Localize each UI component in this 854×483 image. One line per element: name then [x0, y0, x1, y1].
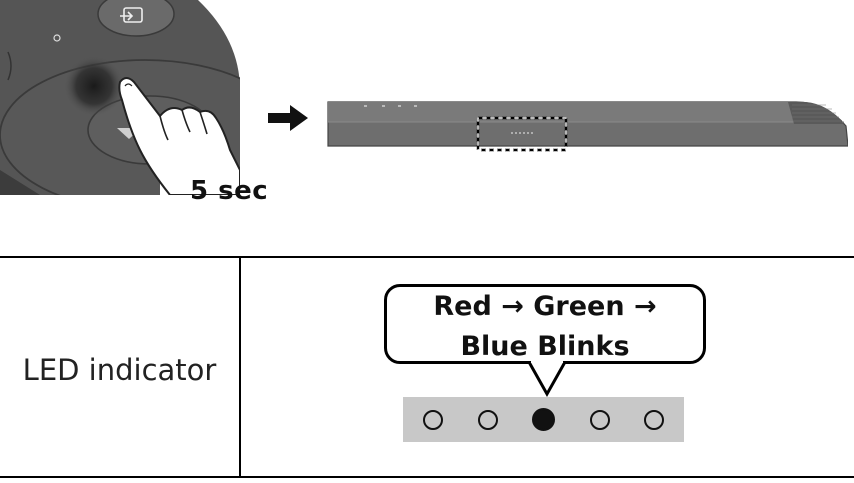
led-strip [403, 397, 684, 442]
remote-control-illustration [0, 0, 240, 195]
callout-line-1: Red → Green → [433, 291, 657, 322]
press-duration-label: 5 sec [190, 176, 269, 206]
led-dot-4 [589, 409, 610, 430]
led-indicator-table: LED indicator Red → Green → Blue Blinks [0, 256, 854, 478]
table-label-cell: LED indicator [0, 258, 241, 476]
callout-pointer [527, 360, 567, 398]
led-dot-3-lit [532, 408, 555, 431]
soundbar-illustration [327, 101, 848, 152]
led-dot-5 [644, 409, 664, 430]
callout-line-2: Blue Blinks [460, 331, 630, 362]
instruction-illustration: 5 sec [0, 0, 854, 230]
arrow-right-icon [268, 105, 308, 131]
led-dot-1 [423, 409, 443, 430]
table-content-cell: Red → Green → Blue Blinks [241, 258, 854, 476]
led-indicator-label: LED indicator [22, 353, 217, 387]
led-status-callout: Red → Green → Blue Blinks [384, 284, 706, 364]
led-dot-2 [477, 409, 498, 430]
